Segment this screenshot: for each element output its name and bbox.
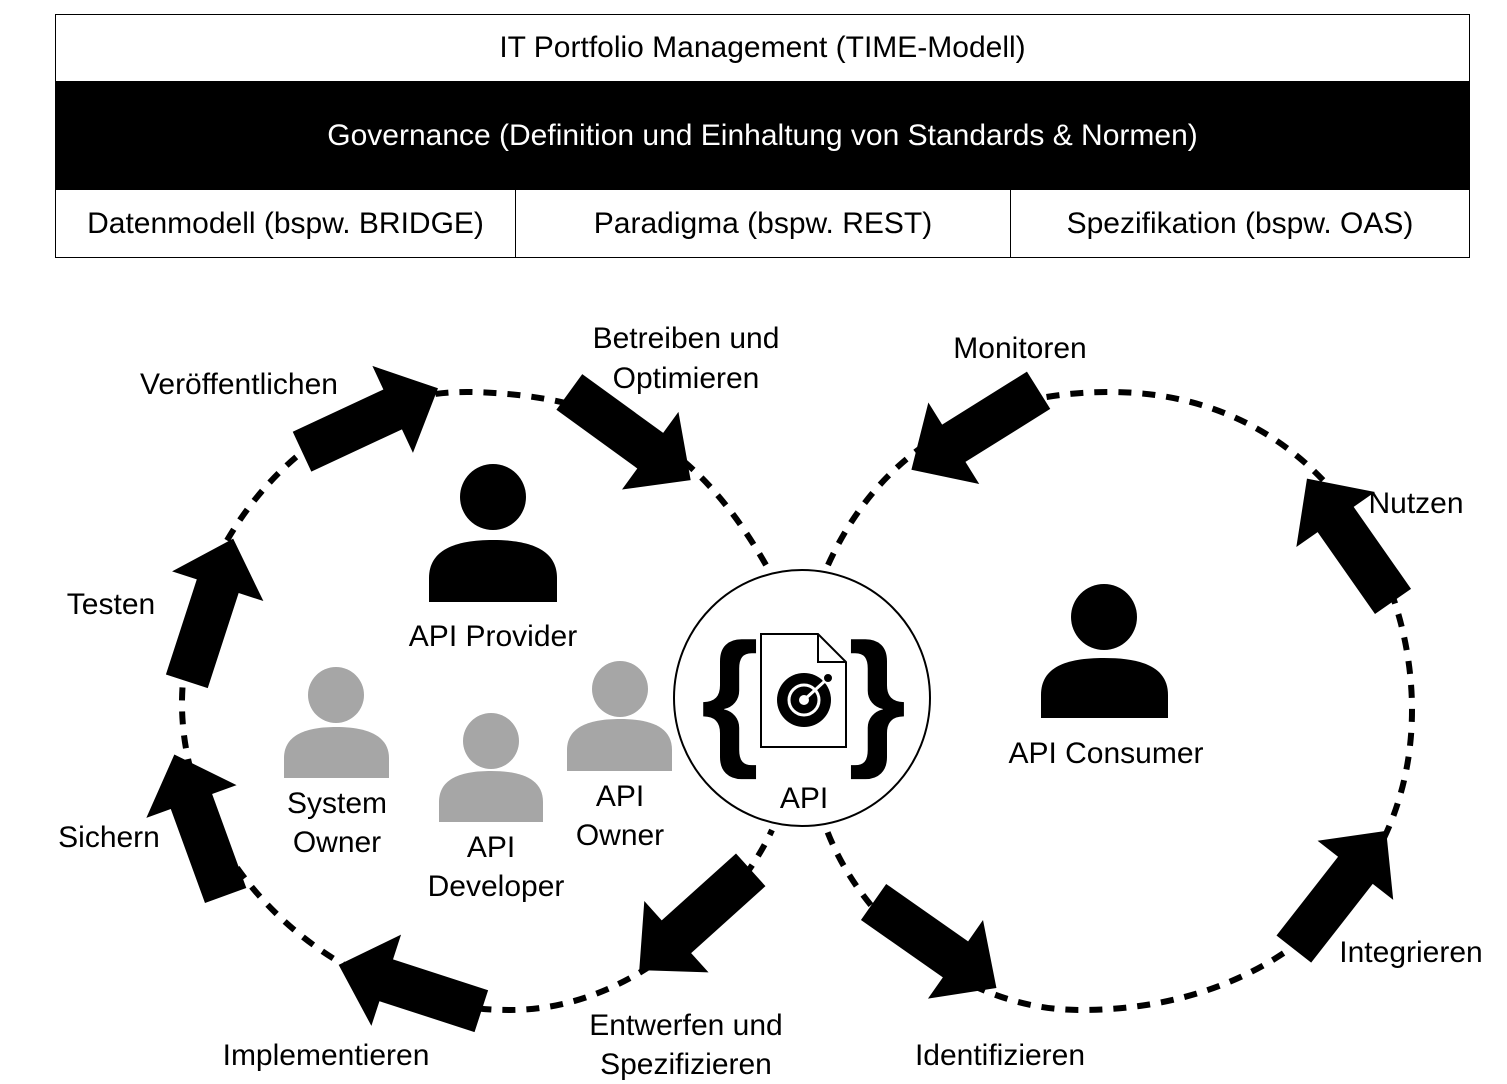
system-owner-label-2: Owner xyxy=(293,826,381,859)
testen-arrow-icon xyxy=(141,523,279,697)
svg-text:}: } xyxy=(848,612,906,780)
api-consumer-avatar xyxy=(1041,584,1168,718)
api-label: API xyxy=(780,782,828,815)
system-owner-label-1: System xyxy=(287,787,387,820)
governance-bar: Governance (Definition und Einhaltung vo… xyxy=(56,81,1469,190)
testen-label: Testen xyxy=(67,588,155,621)
api-owner-label-1: API xyxy=(596,780,644,813)
betreiben-label-1: Betreiben und xyxy=(593,322,780,355)
sichern-label: Sichern xyxy=(58,821,160,854)
entwerfen-label-1: Entwerfen und xyxy=(589,1009,782,1042)
datenmodell-cell: Datenmodell (bspw. BRIDGE) xyxy=(56,190,516,257)
api-provider-avatar xyxy=(429,464,557,602)
spezifikation-cell: Spezifikation (bspw. OAS) xyxy=(1066,206,1414,240)
api-owner-label-2: Owner xyxy=(576,819,664,852)
api-provider-label: API Provider xyxy=(409,620,577,653)
entwerfen-label-2: Spezifizieren xyxy=(600,1048,772,1081)
header-table: IT Portfolio Management (TIME-Modell) Go… xyxy=(55,14,1470,258)
paradigma-cell: Paradigma (bspw. REST) xyxy=(516,190,1011,257)
portfolio-title: IT Portfolio Management (TIME-Modell) xyxy=(499,31,1026,64)
standards-row: Datenmodell (bspw. BRIDGE) Paradigma (bs… xyxy=(56,190,1469,257)
implementieren-arrow-icon xyxy=(323,919,497,1057)
system-owner-avatar xyxy=(284,667,389,778)
integrieren-label: Integrieren xyxy=(1339,936,1482,969)
api-consumer-label: API Consumer xyxy=(1008,737,1203,770)
betreiben-label-2: Optimieren xyxy=(613,362,760,395)
api-developer-label-2: Developer xyxy=(428,870,565,903)
monitoren-label: Monitoren xyxy=(953,332,1086,365)
entwerfen-arrow-icon xyxy=(607,834,783,1006)
nutzen-arrow-icon xyxy=(1267,451,1433,629)
nutzen-label: Nutzen xyxy=(1368,487,1463,520)
api-owner-avatar xyxy=(567,661,672,771)
monitoren-arrow-icon xyxy=(885,349,1065,511)
svg-text:{: { xyxy=(701,612,759,780)
api-document-icon: { } xyxy=(701,612,906,780)
consumer-cycle-loop xyxy=(823,388,1416,1014)
api-developer-label-1: API xyxy=(467,831,515,864)
api-node: { } API xyxy=(673,569,931,827)
implementieren-label: Implementieren xyxy=(223,1039,430,1072)
identifizieren-arrow-icon xyxy=(846,862,1024,1028)
veroeffentlichen-label: Veröffentlichen xyxy=(140,368,338,401)
identifizieren-label: Identifizieren xyxy=(915,1039,1085,1072)
provider-cycle-loop xyxy=(178,388,775,1014)
api-developer-avatar xyxy=(439,713,543,822)
